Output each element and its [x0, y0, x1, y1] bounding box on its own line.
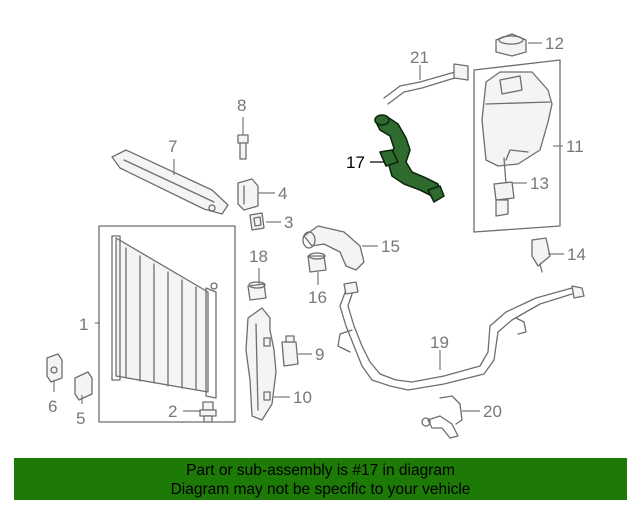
disclaimer-line-part: Part or sub-assembly is #17 in diagram [186, 462, 455, 479]
callout-16: 16 [308, 288, 327, 307]
callout-14: 14 [567, 245, 586, 264]
upper-support-part[interactable] [111, 149, 229, 215]
side-bracket-part[interactable] [245, 307, 277, 421]
callout-19: 19 [430, 333, 449, 352]
mount-bolt-part[interactable] [237, 134, 249, 160]
callout-6: 6 [48, 397, 57, 416]
callout-9: 9 [315, 345, 324, 364]
callout-12: 12 [545, 34, 564, 53]
callout-10: 10 [293, 388, 312, 407]
callout-4: 4 [278, 184, 287, 203]
disclaimer-banner: Part or sub-assembly is #17 in diagram D… [14, 458, 627, 500]
exploded-parts-diagram: 1 2 3 4 5 6 7 8 9 10 11 12 13 14 15 16 1… [46, 33, 586, 439]
bushing-part[interactable] [247, 281, 267, 301]
connector-part[interactable] [531, 237, 551, 273]
drain-bolt-part[interactable] [199, 401, 217, 423]
callout-7: 7 [168, 137, 177, 156]
sensor-part[interactable] [281, 335, 299, 367]
callout-18: 18 [249, 247, 268, 266]
coolant-hose-part[interactable] [302, 225, 365, 271]
radiator-part[interactable] [98, 225, 236, 423]
callout-8: 8 [237, 96, 246, 115]
expansion-tank-part[interactable] [473, 59, 561, 233]
pipe-bracket-part[interactable] [421, 395, 463, 439]
lower-mount-part[interactable] [74, 371, 93, 401]
callout-20: 20 [483, 402, 502, 421]
tank-cap-part[interactable] [495, 33, 527, 57]
clip-part[interactable] [249, 212, 265, 231]
plug-part[interactable] [307, 252, 327, 273]
vent-pipe-part[interactable] [383, 63, 469, 105]
callout-3: 3 [284, 213, 293, 232]
callout-1: 1 [79, 315, 88, 334]
callout-21: 21 [410, 48, 429, 67]
highlighted-upper-hose-part[interactable] [374, 114, 445, 203]
callout-13: 13 [530, 174, 549, 193]
level-sensor-part[interactable] [493, 157, 515, 217]
bracket-part[interactable] [237, 178, 259, 211]
disclaimer-line-vehicle: Diagram may not be specific to your vehi… [170, 481, 471, 498]
callout-11: 11 [566, 137, 584, 156]
side-mount-part[interactable] [46, 353, 63, 383]
callout-5: 5 [76, 409, 85, 428]
callout-17: 17 [346, 153, 365, 172]
callout-2: 2 [168, 402, 177, 421]
coolant-pipe-part[interactable] [337, 281, 585, 391]
callout-15: 15 [381, 237, 400, 256]
